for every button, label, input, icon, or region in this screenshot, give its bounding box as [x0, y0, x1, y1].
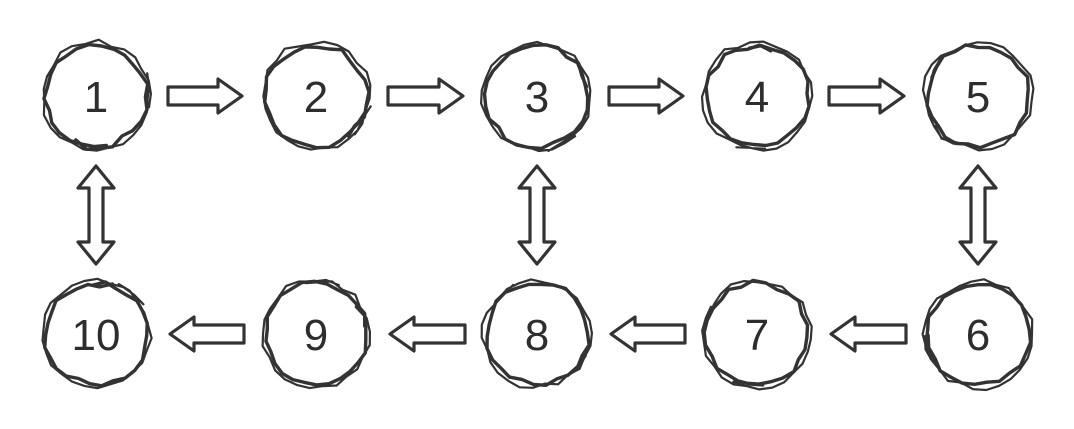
- node-3-outline: [480, 40, 592, 153]
- arrow-5-to-6: [958, 164, 998, 266]
- arrow-8-to-9: [388, 315, 467, 353]
- node-5: 5: [921, 41, 1035, 152]
- node-6: 6: [921, 278, 1034, 392]
- node-4-label: 4: [745, 73, 769, 122]
- arrow-4-to-5: [827, 77, 906, 115]
- node-9-label: 9: [304, 311, 328, 360]
- node-5-outline: [925, 43, 1030, 150]
- node-10-outline: [41, 277, 153, 390]
- arrow-3-to-8: [517, 164, 557, 266]
- nodes-layer: 1 2 3 4 5 6 7 8 9 10: [41, 38, 1035, 392]
- node-6-outline: [921, 278, 1034, 392]
- node-5-outline: [921, 41, 1035, 152]
- node-3-label: 3: [525, 73, 549, 122]
- node-2: 2: [262, 40, 372, 151]
- node-10-label: 10: [72, 311, 121, 360]
- arrow-6-to-7: [829, 315, 908, 353]
- node-4-outline: [704, 43, 811, 148]
- node-10: 10: [41, 277, 153, 390]
- node-4: 4: [700, 40, 814, 152]
- arrow-10-to-1: [76, 164, 116, 266]
- node-3: 3: [480, 40, 592, 153]
- arrow-2-to-3: [386, 77, 465, 115]
- node-1: 1: [42, 38, 152, 152]
- node-8-outline: [480, 278, 593, 389]
- node-7-label: 7: [745, 311, 769, 360]
- node-9: 9: [261, 278, 371, 390]
- node-8: 8: [480, 278, 593, 389]
- node-2-label: 2: [304, 73, 328, 122]
- node-5-label: 5: [966, 73, 990, 122]
- node-1-label: 1: [84, 73, 108, 122]
- node-7-outline: [701, 280, 813, 391]
- edges-layer: [76, 77, 998, 353]
- node-6-label: 6: [966, 311, 990, 360]
- arrow-1-to-2: [166, 77, 244, 115]
- node-1-outline: [42, 42, 150, 151]
- node-2-outline: [262, 40, 372, 151]
- arrow-7-to-8: [609, 315, 687, 353]
- node-8-outline: [485, 282, 591, 387]
- arrow-3-to-4: [607, 77, 685, 115]
- node-4-outline: [700, 40, 814, 152]
- node-1-outline: [42, 38, 152, 152]
- node-9-outline: [261, 278, 371, 390]
- node-8-label: 8: [525, 311, 549, 360]
- arrow-9-to-10: [168, 315, 246, 353]
- node-7: 7: [701, 278, 813, 391]
